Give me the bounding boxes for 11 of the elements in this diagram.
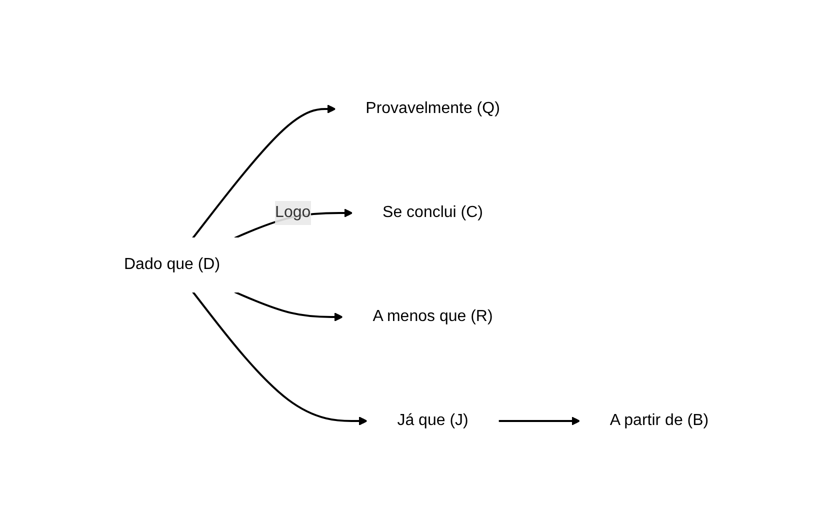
node-text: A partir de (B) [610, 412, 708, 429]
node-text: Dado que (D) [124, 256, 220, 273]
node-text: Já que (J) [396, 412, 468, 429]
node-text: A menos que (R) [372, 308, 492, 325]
arrow [498, 416, 580, 426]
arrow [192, 291, 368, 426]
node-text: Se conclui (C) [382, 204, 483, 221]
node-text: Provavelmente (Q) [365, 100, 500, 117]
arrow [192, 104, 336, 239]
arrow [234, 291, 343, 322]
edge-label: Logo [274, 204, 310, 221]
